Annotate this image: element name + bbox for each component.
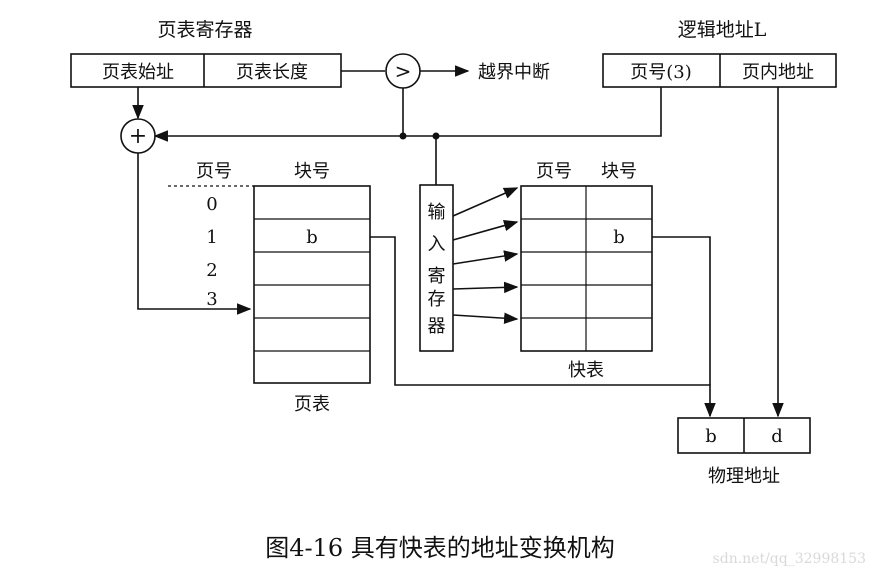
tlb-col-block-header: 块号 xyxy=(601,161,637,182)
figure-caption: 图4-16 具有快表的地址变换机构 xyxy=(265,534,615,562)
page-table-col-block-header: 块号 xyxy=(294,161,330,182)
input-register-char: 存 xyxy=(428,289,446,310)
page-table-row-number: 1 xyxy=(206,227,217,248)
tlb-compare-arrow xyxy=(452,281,519,294)
physical-address-caption: 物理地址 xyxy=(708,466,780,487)
input-register-char: 入 xyxy=(428,234,446,255)
page-table-row-number: 2 xyxy=(206,260,217,281)
tlb-col-page-header: 页号 xyxy=(536,161,572,182)
out-of-bounds-interrupt-label: 越界中断 xyxy=(478,62,550,83)
page-offset-field: 页内地址 xyxy=(742,62,814,83)
page-table-block-entry: b xyxy=(306,227,318,248)
tlb-compare-arrow xyxy=(452,219,519,241)
page-table-start-field: 页表始址 xyxy=(102,62,174,83)
adder-to-page-table-arrow xyxy=(137,153,252,315)
page-number-to-adder-line xyxy=(153,87,662,142)
input-register-char: 寄 xyxy=(428,266,446,287)
page-table-length-field: 页表长度 xyxy=(236,62,308,83)
page-table-row-number: 3 xyxy=(206,289,217,310)
comparator-symbol: > xyxy=(395,59,412,83)
tlb-compare-arrow xyxy=(452,250,519,265)
input-register-char: 输 xyxy=(428,202,446,223)
junction-dot-comparator xyxy=(399,132,407,140)
logical-address-title: 逻辑地址L xyxy=(678,19,767,41)
physical-block-field: b xyxy=(705,426,717,447)
adder-symbol: + xyxy=(129,124,147,149)
physical-offset-field: d xyxy=(771,426,783,447)
tlb-block-entry: b xyxy=(613,227,625,248)
watermark-text: sdn.net/qq_32998153 xyxy=(713,551,866,567)
tlb-compare-arrow xyxy=(452,187,519,217)
page-table-to-physical-address-arrow xyxy=(370,236,716,418)
page-number-field: 页号(3) xyxy=(630,62,692,83)
tlb-to-physical-address-line xyxy=(652,236,711,385)
page-table-caption: 页表 xyxy=(294,394,330,415)
fast-table-caption: 快表 xyxy=(568,360,604,381)
page-table-register xyxy=(70,53,342,88)
input-register xyxy=(419,184,454,352)
page-table-row-number: 0 xyxy=(206,194,217,215)
page-table-col-page-header: 页号 xyxy=(196,161,232,182)
page-table-register-title: 页表寄存器 xyxy=(157,19,252,41)
tlb-compare-arrow xyxy=(452,312,519,324)
input-register-char: 器 xyxy=(428,316,446,337)
